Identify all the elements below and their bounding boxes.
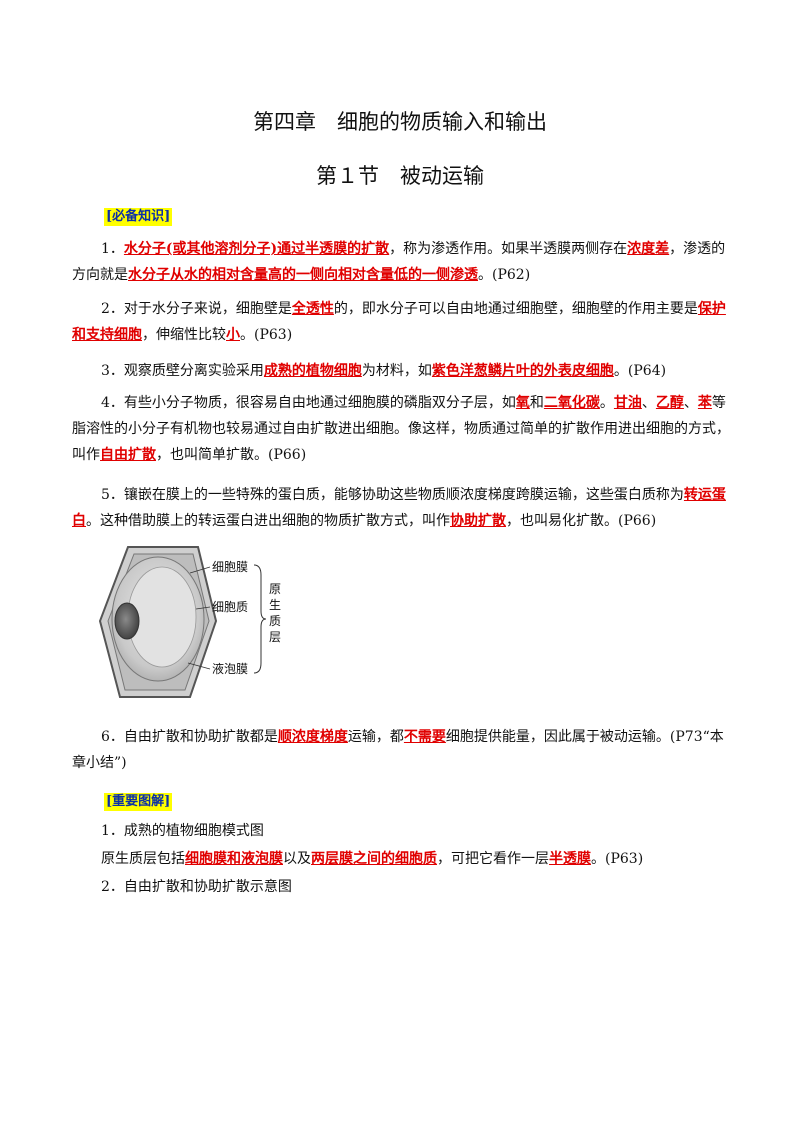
text: 。这种借助膜上的转运蛋白进出细胞的物质扩散方式，叫作 — [86, 513, 450, 529]
item-number: 1． — [101, 241, 124, 257]
label-cell-membrane: 细胞膜 — [212, 560, 248, 574]
diagram-item-1-description: 原生质层包括细胞膜和液泡膜以及两层膜之间的细胞质，可把它看作一层半透膜。(P63… — [101, 846, 741, 872]
label-cytoplasm: 细胞质 — [212, 600, 248, 614]
key-term: 半透膜 — [549, 851, 591, 867]
chapter-title: 第四章 细胞的物质输入和输出 — [253, 110, 547, 134]
text: ，伸缩性比较 — [142, 327, 226, 343]
text: 和 — [529, 395, 544, 411]
key-term: 水分子(或其他溶剂分子)通过半透膜的扩散 — [123, 241, 390, 257]
tag-required-knowledge: [必备知识] — [104, 208, 173, 226]
key-term: 不需要 — [403, 729, 446, 745]
text: 。(P62) — [478, 267, 531, 283]
key-term: 全透性 — [291, 301, 334, 317]
text: ，也叫易化扩散。(P66) — [506, 513, 657, 529]
item-number: 2． — [101, 301, 124, 317]
text: 。(P63) — [240, 327, 293, 343]
nucleus — [114, 602, 140, 640]
label-protoplast-char: 原 — [269, 582, 281, 596]
text: 观察质壁分离实验采用 — [123, 363, 264, 379]
key-term: 浓度差 — [627, 241, 670, 257]
item-number: 6． — [101, 729, 124, 745]
key-term: 氧 — [515, 395, 530, 411]
text: 镶嵌在膜上的一些特殊的蛋白质，能够协助这些物质顺浓度梯度跨膜运输，这些蛋白质称为 — [123, 487, 684, 503]
key-term: 细胞膜和液泡膜 — [185, 851, 283, 867]
paragraph-3: 3．观察质壁分离实验采用成熟的植物细胞为材料，如紫色洋葱鳞片叶的外表皮细胞。(P… — [72, 358, 732, 384]
plant-cell-diagram: 细胞膜 细胞质 液泡膜 原生质层 — [98, 546, 281, 698]
diagram-item-2: 2．自由扩散和协助扩散示意图 — [101, 879, 292, 895]
section-title: 第１节 被动运输 — [316, 164, 484, 188]
text: 、 — [683, 395, 698, 411]
key-term: 乙醇 — [655, 395, 684, 411]
item-number: 3． — [101, 363, 124, 379]
text: 运输，都 — [347, 729, 404, 745]
key-term: 两层膜之间的细胞质 — [311, 851, 437, 867]
key-term: 小 — [226, 327, 240, 343]
text: 。(P63) — [591, 851, 644, 867]
key-term: 二氧化碳 — [543, 395, 600, 411]
label-protoplast-layer: 原生质层 — [269, 582, 281, 644]
key-term: 水分子从水的相对含量高的一侧向相对含量低的一侧渗透 — [128, 267, 478, 283]
leader-line — [195, 606, 211, 610]
item-number: 4． — [101, 395, 124, 411]
text: 有些小分子物质，很容易自由地通过细胞膜的磷脂双分子层，如 — [123, 395, 516, 411]
text: 自由扩散和协助扩散都是 — [123, 729, 278, 745]
text: 细胞提供能量，因此属于被动运输。(P73“本章小结”) — [72, 729, 724, 771]
leader-line — [187, 662, 211, 670]
text: 。 — [599, 395, 614, 411]
key-term: 成熟的植物细胞 — [263, 363, 362, 379]
tag-important-diagram: [重要图解] — [104, 793, 173, 811]
text: 等脂溶性的小分子有机物也较易通过自由扩散进出细胞。像这样，物质通过简单的扩散作用… — [72, 395, 730, 463]
key-term: 协助扩散 — [450, 513, 506, 529]
brace — [253, 564, 267, 674]
text: 为材料，如 — [361, 363, 432, 379]
key-term: 自由扩散 — [100, 447, 156, 463]
text: ，称为渗透作用。如果半透膜两侧存在 — [389, 241, 628, 257]
text: ，也叫简单扩散。(P66) — [156, 447, 307, 463]
text: 的，即水分子可以自由地通过细胞壁，细胞壁的作用主要是 — [333, 301, 698, 317]
label-protoplast-char: 生 — [269, 598, 281, 612]
key-term: 转运蛋白 — [72, 487, 726, 529]
text: ，可把它看作一层 — [437, 851, 549, 867]
paragraph-5: 5．镶嵌在膜上的一些特殊的蛋白质，能够协助这些物质顺浓度梯度跨膜运输，这些蛋白质… — [72, 482, 732, 534]
key-term: 苯 — [697, 395, 712, 411]
key-term: 甘油 — [613, 395, 642, 411]
text: 、 — [641, 395, 656, 411]
leader-line — [189, 566, 211, 574]
paragraph-6: 6．自由扩散和协助扩散都是顺浓度梯度运输，都不需要细胞提供能量，因此属于被动运输… — [72, 724, 732, 776]
text: 对于水分子来说，细胞壁是 — [123, 301, 292, 317]
text: 以及 — [283, 851, 311, 867]
item-number: 5． — [101, 487, 124, 503]
text: ，渗透的方向就是 — [72, 241, 726, 283]
text: 原生质层包括 — [101, 851, 185, 867]
key-term: 顺浓度梯度 — [277, 729, 348, 745]
label-vacuole-membrane: 液泡膜 — [212, 661, 248, 676]
key-term: 保护和支持细胞 — [72, 301, 726, 343]
paragraph-1: 1．水分子(或其他溶剂分子)通过半透膜的扩散，称为渗透作用。如果半透膜两侧存在浓… — [72, 236, 732, 288]
key-term: 紫色洋葱鳞片叶的外表皮细胞 — [431, 363, 614, 379]
paragraph-4: 4．有些小分子物质，很容易自由地通过细胞膜的磷脂双分子层，如氧和二氧化碳。甘油、… — [72, 390, 732, 468]
label-protoplast-char: 质 — [269, 614, 281, 628]
paragraph-2: 2．对于水分子来说，细胞壁是全透性的，即水分子可以自由地通过细胞壁，细胞壁的作用… — [72, 296, 732, 348]
text: 。(P64) — [613, 363, 667, 379]
diagram-item-1: 1．成熟的植物细胞模式图 — [101, 823, 264, 839]
label-protoplast-char: 层 — [269, 630, 281, 644]
